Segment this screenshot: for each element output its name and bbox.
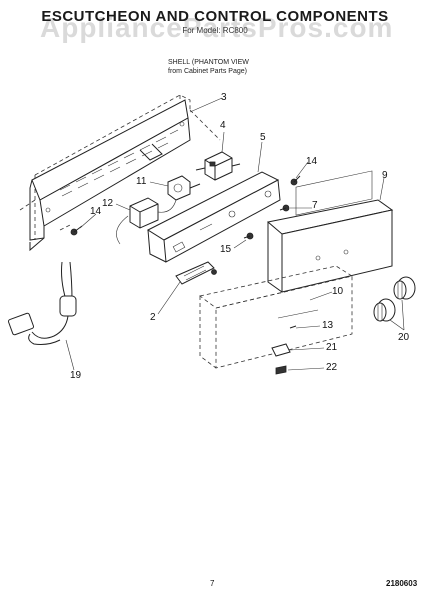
leader-lines	[65, 97, 405, 371]
screw-15	[243, 232, 254, 240]
callout-22: 22	[326, 362, 338, 373]
part-19-wire-harness	[7, 261, 77, 345]
screw-14-left	[70, 225, 83, 236]
part-21-bracket	[271, 343, 291, 357]
part-12-component	[116, 197, 177, 245]
part-5-control-bracket	[146, 171, 281, 263]
callout-5: 5	[260, 132, 266, 143]
shell-phantom-note: SHELL (PHANTOM VIEW from Cabinet Parts P…	[168, 58, 249, 76]
callout-19: 19	[70, 370, 82, 381]
callout-10: 10	[332, 286, 344, 297]
part-4-switch	[195, 151, 241, 181]
part-20-knobs	[373, 276, 416, 322]
shell-note-line-2: from Cabinet Parts Page)	[168, 68, 247, 75]
callout-7: 7	[312, 200, 318, 211]
callout-13: 13	[322, 320, 334, 331]
callout-9: 9	[382, 170, 388, 181]
part-2-plate	[175, 261, 215, 285]
callout-11: 11	[136, 176, 147, 187]
callout-15: 15	[220, 244, 232, 255]
callout-21: 21	[326, 342, 338, 353]
callout-3: 3	[221, 92, 227, 103]
shell-note-line-1: SHELL (PHANTOM VIEW	[168, 59, 249, 66]
callout-4: 4	[220, 120, 226, 131]
watermark: AppliancePartsPros.com	[40, 12, 394, 43]
page-number: 7	[210, 579, 215, 588]
callout-14-upper: 14	[306, 156, 318, 167]
screw-14-upper	[290, 175, 301, 186]
screw-parts	[70, 175, 301, 275]
diagram-subtitle: For Model: RC800	[182, 26, 248, 35]
part-11-component	[167, 175, 201, 201]
diagram-title: ESCUTCHEON AND CONTROL COMPONENTS	[41, 8, 389, 25]
document-code: 2180603	[386, 579, 418, 588]
callout-20: 20	[398, 332, 410, 343]
screw-15b	[211, 269, 217, 275]
callout-14-left: 14	[90, 206, 102, 217]
knob-upper	[393, 276, 416, 300]
callout-12: 12	[102, 198, 114, 209]
knob-lower	[373, 298, 396, 322]
part-10-overlay-panel	[199, 265, 354, 369]
part-3-console-back	[29, 99, 191, 252]
part-9-escutcheon	[266, 170, 394, 293]
part-22-screw	[275, 365, 287, 375]
callout-2: 2	[150, 312, 156, 323]
part-13-clip	[289, 325, 297, 329]
screw-7	[279, 204, 290, 212]
